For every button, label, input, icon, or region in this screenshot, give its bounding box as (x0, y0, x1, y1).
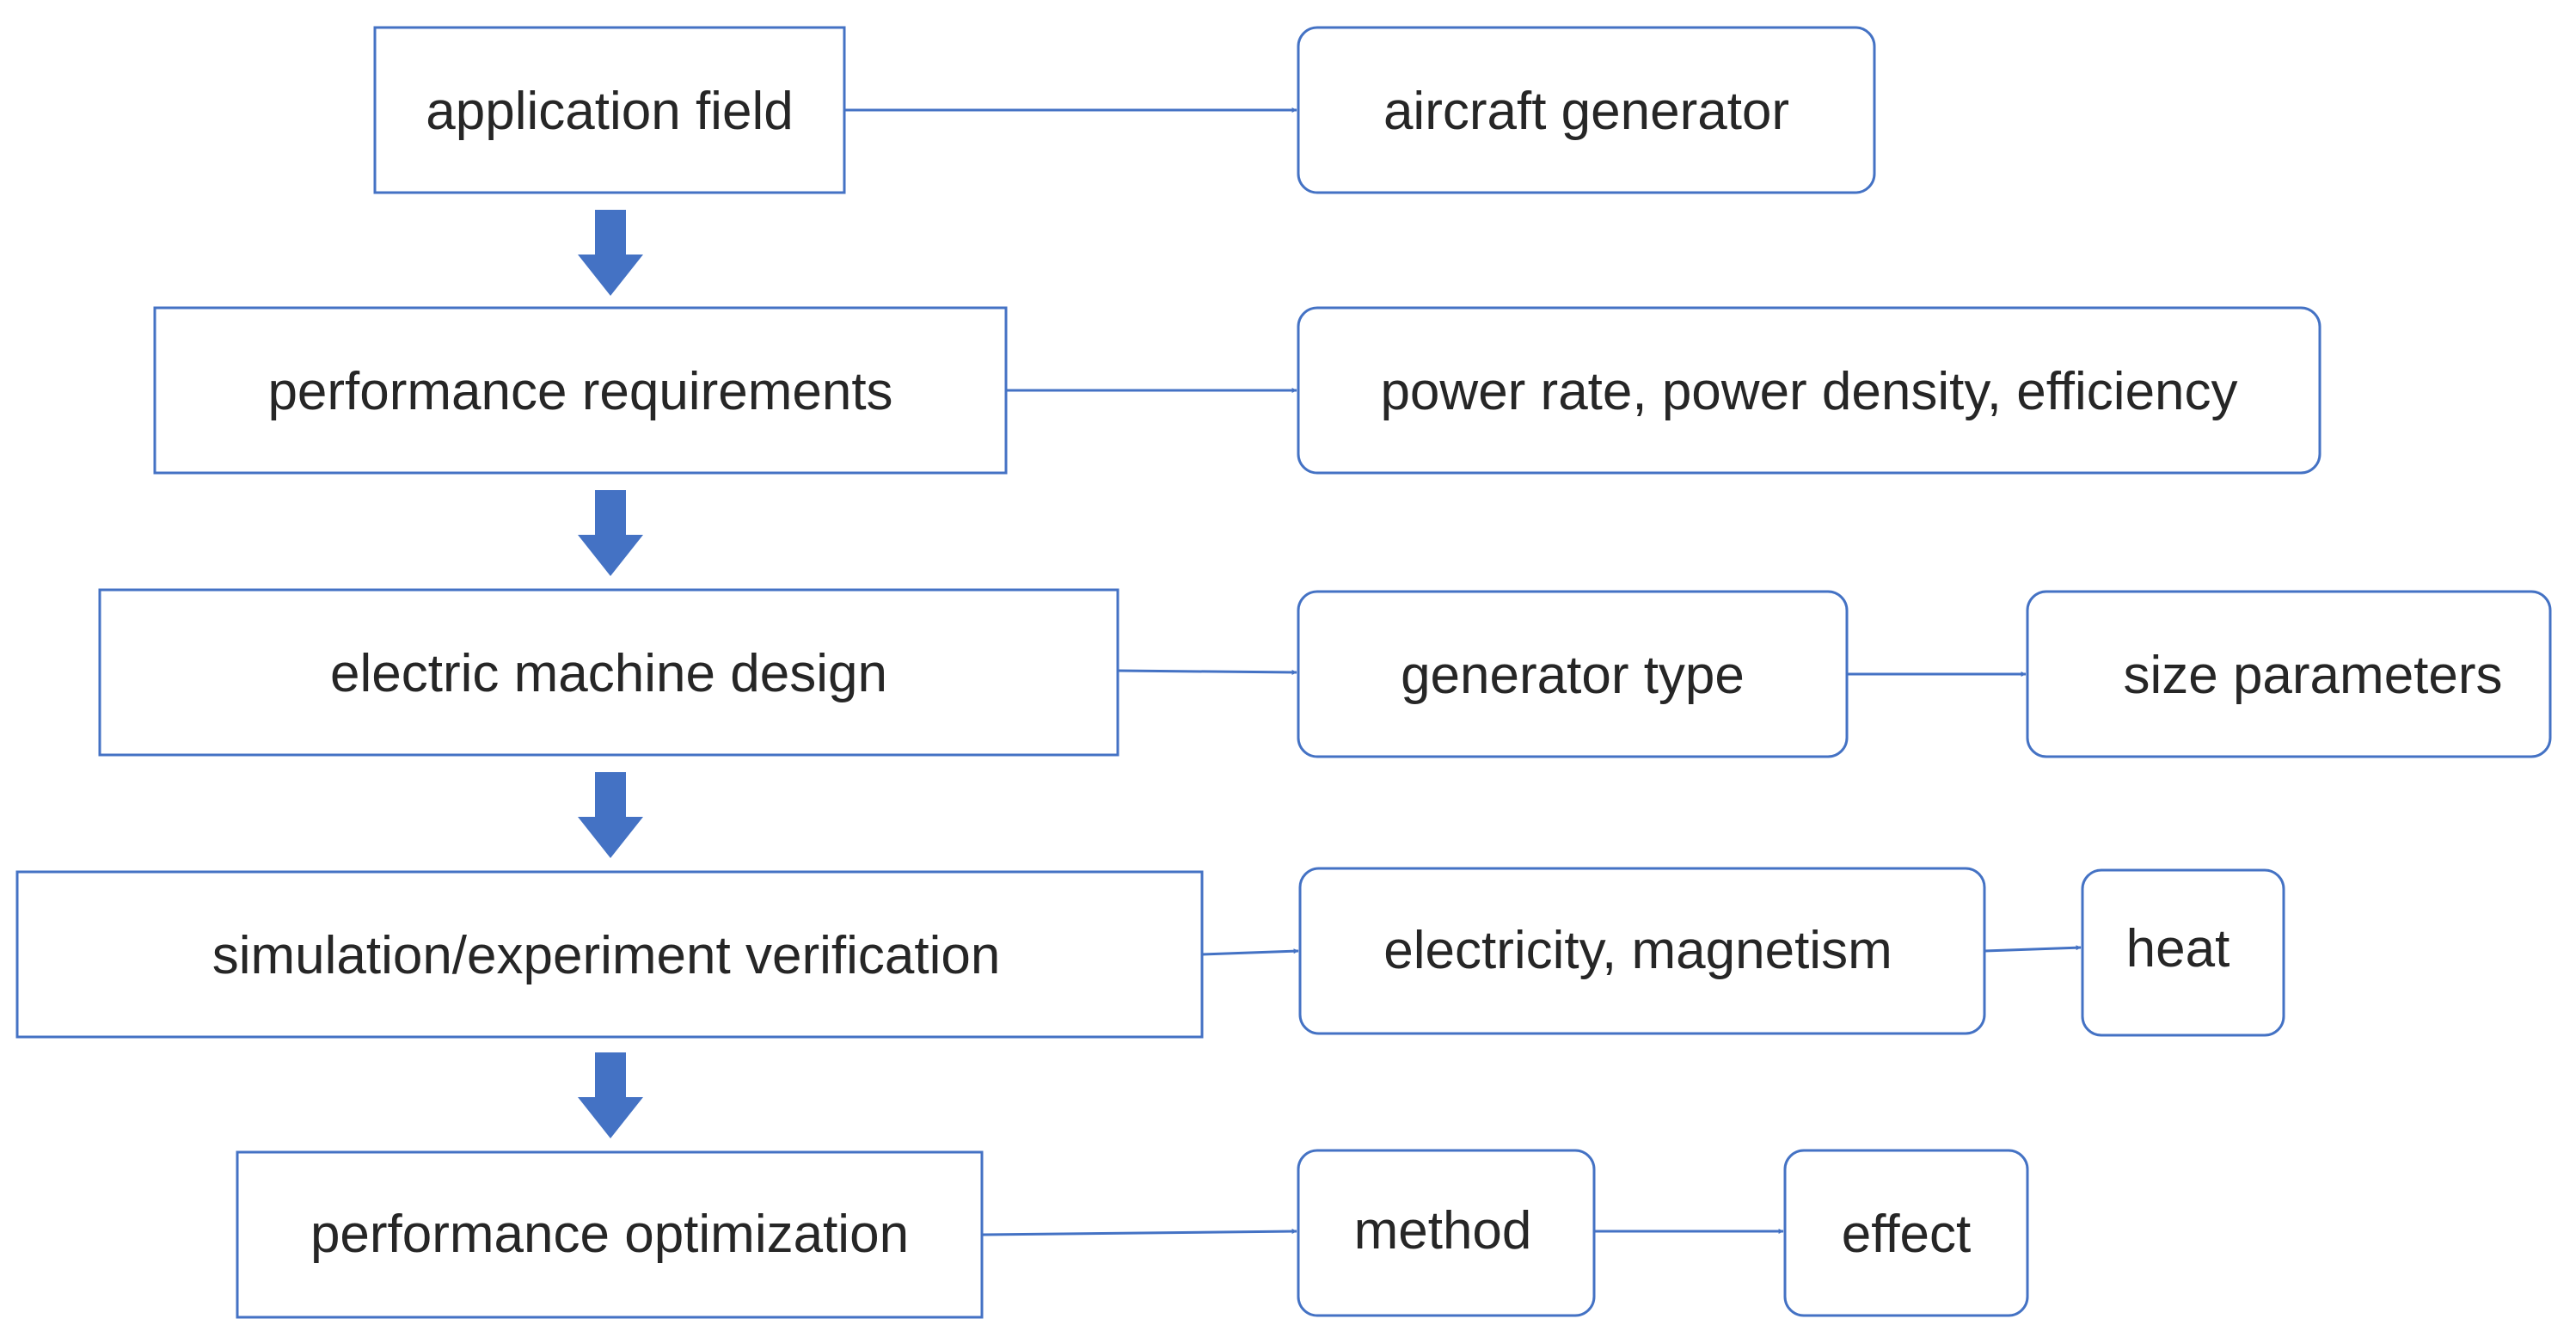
connector-arrow (1117, 669, 1297, 675)
detail-size-parameters: size parameters (2026, 590, 2552, 758)
detail-generator-type: generator type (1297, 590, 1849, 758)
detail-label: effect (1842, 1205, 1972, 1264)
detail-label: heat (2126, 919, 2230, 978)
down-arrow-icon (578, 210, 643, 296)
detail-electricity-magnetism: electricity, magnetism (1298, 867, 1986, 1035)
stage-simulation-experiment-verification: simulation/experiment verification (15, 870, 1204, 1039)
detail-heat: heat (2081, 868, 2285, 1037)
connector-arrow (1984, 945, 2082, 953)
down-arrow-icon (578, 772, 643, 858)
stage-performance-requirements: performance requirements (153, 306, 1008, 475)
detail-power-rate-density-efficiency: power rate, power density, efficiency (1297, 306, 2321, 475)
stage-label: performance optimization (310, 1205, 909, 1264)
detail-label: method (1354, 1201, 1532, 1260)
stage-label: electric machine design (330, 644, 887, 703)
detail-label: generator type (1401, 646, 1745, 705)
detail-label: aircraft generator (1383, 82, 1789, 141)
stage-label: application field (426, 82, 793, 141)
stage-label: simulation/experiment verification (212, 926, 1001, 985)
stage-performance-optimization: performance optimization (236, 1150, 984, 1319)
detail-aircraft-generator: aircraft generator (1297, 26, 1876, 194)
down-arrow-icon (578, 1052, 643, 1138)
connector-arrow (981, 1229, 1297, 1236)
detail-label: size parameters (2123, 646, 2502, 705)
detail-method: method (1297, 1149, 1596, 1317)
detail-label: electricity, magnetism (1383, 921, 1892, 980)
connector-arrow (1201, 948, 1299, 956)
detail-effect: effect (1783, 1149, 2029, 1317)
stage-application-field: application field (373, 26, 846, 194)
stage-electric-machine-design: electric machine design (98, 588, 1119, 757)
detail-label: power rate, power density, efficiency (1380, 362, 2237, 421)
stage-label: performance requirements (267, 362, 892, 421)
down-arrow-icon (578, 490, 643, 576)
